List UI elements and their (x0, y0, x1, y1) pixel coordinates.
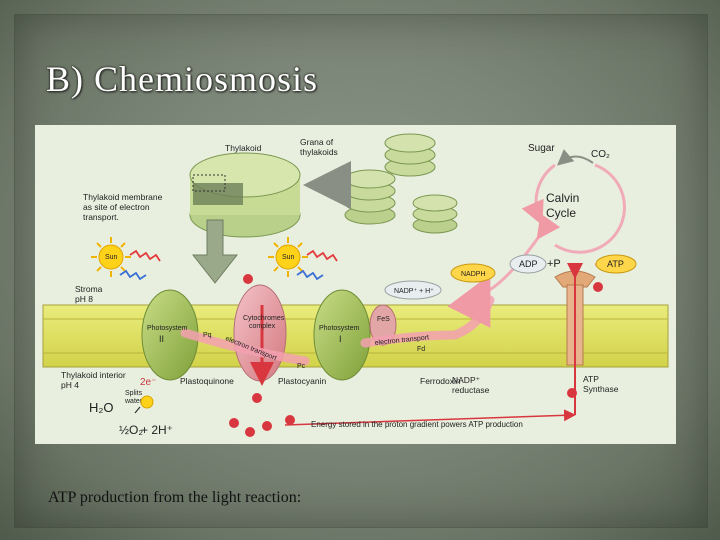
atp-bubble (595, 254, 637, 274)
label-sun-1: Sun (105, 254, 118, 261)
adp-bubble (509, 254, 547, 274)
calvin-cycle-icon (479, 149, 626, 297)
label-adp: ADP (519, 259, 538, 269)
label-ferrodoxin: Ferrodoxin (420, 376, 461, 386)
label-energy-note: Energy stored in the proton gradient pow… (311, 420, 523, 429)
label-fd: Fd (417, 346, 425, 353)
label-2e: 2e⁻ (140, 377, 156, 388)
label-nadp-h: NADP⁺ + H⁺ (394, 288, 434, 295)
slide-title: B) Chemiosmosis (46, 59, 319, 99)
photosystem-1 (313, 289, 371, 381)
label-plastoquinone: Plastoquinone (180, 376, 234, 386)
slide-caption: ATP production from the light reaction: (48, 489, 302, 506)
label-2h: + 2H⁺ (141, 423, 173, 437)
label-plastocyanin: Plastocyanin (278, 376, 326, 386)
label-nadp-reductase: NADP⁺reductase (452, 375, 490, 395)
cytochromes-complex (233, 284, 287, 382)
label-sugar: Sugar (528, 143, 555, 154)
sun-icon (91, 237, 161, 281)
slide-frame (14, 14, 708, 528)
label-fes: FeS (377, 316, 390, 323)
label-atp: ATP (607, 259, 624, 269)
proton-icons (229, 274, 603, 437)
label-plus-p: +P (547, 258, 561, 270)
zoom-arrow-icon (191, 219, 239, 284)
atp-synthase-icon (284, 263, 596, 426)
sun-icon-2 (268, 237, 338, 281)
label-pc: Pc (297, 363, 306, 370)
label-nadph: NADPH (461, 271, 486, 278)
electron-burst-icon (140, 395, 154, 409)
label-sun-2: Sun (282, 254, 295, 261)
nadph-bubble (450, 263, 496, 283)
label-co2: CO₂ (591, 149, 610, 160)
grana-stacks-icon (303, 133, 458, 234)
label-thylakoid: Thylakoid (225, 143, 262, 153)
label-h2o: H₂O (89, 400, 114, 415)
label-pq: Pq (203, 332, 212, 339)
label-half-o2: ½O₂ (119, 423, 143, 437)
nadp-bubble (384, 280, 442, 300)
